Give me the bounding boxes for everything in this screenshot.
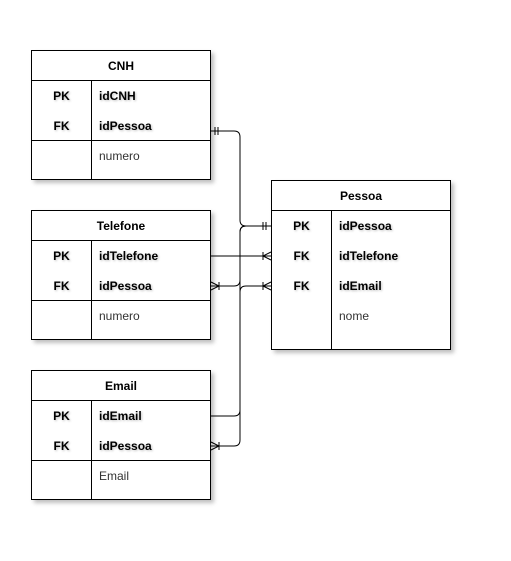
key-tag: PK bbox=[53, 89, 70, 103]
key-row[interactable]: FK idTelefone bbox=[272, 241, 450, 271]
field-name: idEmail bbox=[99, 409, 142, 423]
field-name: idTelefone bbox=[339, 249, 399, 263]
key-tag: FK bbox=[293, 279, 310, 293]
column-divider bbox=[91, 241, 92, 300]
field-name: idEmail bbox=[339, 279, 382, 293]
key-section: PK idCNH FK idPessoa bbox=[32, 81, 210, 141]
key-row[interactable]: PK idPessoa bbox=[272, 211, 450, 241]
attribute-row[interactable]: nome bbox=[272, 301, 450, 331]
attribute-row[interactable]: Email bbox=[32, 461, 210, 491]
entity-title: Pessoa bbox=[272, 181, 450, 211]
key-tag: PK bbox=[53, 249, 70, 263]
attribute-section: Email bbox=[32, 461, 210, 499]
key-row[interactable]: FK idPessoa bbox=[32, 431, 210, 461]
key-tag: FK bbox=[293, 249, 310, 263]
entity-email[interactable]: Email PK idEmail FK idPessoa Email bbox=[31, 370, 211, 500]
key-tag: PK bbox=[293, 219, 310, 233]
entity-title: CNH bbox=[32, 51, 210, 81]
field-name: numero bbox=[99, 149, 140, 163]
connector-email-pk bbox=[211, 285, 271, 417]
key-row[interactable]: FK idPessoa bbox=[32, 111, 210, 141]
field-name: idTelefone bbox=[99, 249, 159, 263]
column-divider bbox=[91, 461, 92, 499]
key-section: PK idEmail FK idPessoa bbox=[32, 401, 210, 461]
column-divider bbox=[91, 301, 92, 339]
field-name: idPessoa bbox=[99, 279, 152, 293]
column-divider bbox=[91, 141, 92, 179]
key-row[interactable]: PK idCNH bbox=[32, 81, 210, 111]
field-name: idPessoa bbox=[339, 219, 392, 233]
field-name: idPessoa bbox=[99, 439, 152, 453]
key-row[interactable]: PK idEmail bbox=[32, 401, 210, 431]
key-section: PK idPessoa FK idTelefone FK idEmail nom… bbox=[272, 211, 450, 349]
entity-pessoa[interactable]: Pessoa PK idPessoa FK idTelefone FK idEm… bbox=[271, 180, 451, 350]
entity-cnh[interactable]: CNH PK idCNH FK idPessoa numero bbox=[31, 50, 211, 180]
attribute-section: numero bbox=[32, 141, 210, 179]
connector-email-fk bbox=[211, 225, 271, 447]
key-tag: FK bbox=[53, 439, 70, 453]
key-tag: FK bbox=[53, 279, 70, 293]
key-section: PK idTelefone FK idPessoa bbox=[32, 241, 210, 301]
column-divider bbox=[331, 211, 332, 349]
field-name: Email bbox=[99, 469, 130, 483]
field-name: idPessoa bbox=[99, 119, 152, 133]
key-row[interactable]: FK idPessoa bbox=[32, 271, 210, 301]
entity-telefone[interactable]: Telefone PK idTelefone FK idPessoa numer… bbox=[31, 210, 211, 340]
key-tag: FK bbox=[53, 119, 70, 133]
attribute-row[interactable]: numero bbox=[32, 301, 210, 331]
entity-title: Telefone bbox=[32, 211, 210, 241]
column-divider bbox=[91, 401, 92, 460]
key-row[interactable]: FK idEmail bbox=[272, 271, 450, 301]
entity-title: Email bbox=[32, 371, 210, 401]
field-name: nome bbox=[339, 309, 370, 323]
field-name: numero bbox=[99, 309, 140, 323]
connector-cnh-pessoa bbox=[211, 130, 271, 227]
attribute-section: numero bbox=[32, 301, 210, 339]
field-name: idCNH bbox=[99, 89, 136, 103]
key-tag: PK bbox=[53, 409, 70, 423]
attribute-row[interactable]: numero bbox=[32, 141, 210, 171]
key-row[interactable]: PK idTelefone bbox=[32, 241, 210, 271]
column-divider bbox=[91, 81, 92, 140]
